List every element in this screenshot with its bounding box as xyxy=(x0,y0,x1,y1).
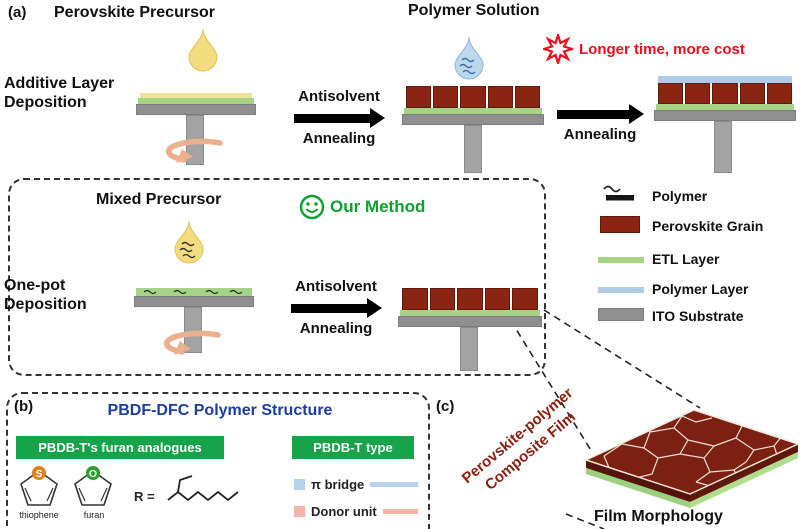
furan-label: furan xyxy=(83,510,105,520)
spin-stem xyxy=(714,121,732,173)
ito-platform xyxy=(398,316,542,327)
perovskite-grain xyxy=(739,83,765,104)
perovskite-grain xyxy=(429,288,456,310)
panel-b-box xyxy=(6,392,430,529)
perovskite-grain xyxy=(685,83,711,104)
arrow-right-icon xyxy=(293,108,385,128)
perovskite-grain xyxy=(457,288,483,310)
etl-layer xyxy=(656,104,794,110)
additive-deposition-label: Additive Layer Deposition xyxy=(4,75,115,112)
perovskite-grain xyxy=(406,86,432,108)
donor-unit-bar xyxy=(382,509,418,514)
pi-bridge-key: π bridge xyxy=(294,477,418,492)
legend-label-polymer-layer: Polymer Layer xyxy=(652,281,749,297)
oxygen-atom-label: O xyxy=(89,468,97,480)
mixed-droplet-icon xyxy=(174,220,204,264)
panel-c-tag: (c) xyxy=(436,398,455,415)
annealing-label: Annealing xyxy=(299,320,373,337)
etl-layer xyxy=(400,310,540,316)
ito-platform xyxy=(654,110,796,121)
panel-b-tag: (b) xyxy=(14,398,34,415)
perovskite-grain xyxy=(514,86,541,108)
polymer-top-layer xyxy=(658,76,792,83)
arrow-right-icon xyxy=(556,104,644,124)
perovskite-grain xyxy=(487,86,513,108)
furan-ring-icon: O xyxy=(74,466,112,506)
pi-bridge-label: π bridge xyxy=(311,477,365,492)
perovskite-grain xyxy=(433,86,459,108)
perovskite-brick-layer xyxy=(406,86,541,108)
donor-unit-chip xyxy=(294,506,305,517)
composite-film-3d-icon xyxy=(583,409,800,508)
spin-arrow-icon xyxy=(163,330,221,355)
perovskite-grain xyxy=(658,83,684,104)
donor-unit-label: Donor unit xyxy=(311,504,377,519)
polymer-layer-swatch xyxy=(598,287,644,293)
perovskite-grain xyxy=(766,83,793,104)
antisolvent-label: Antisolvent xyxy=(298,88,380,105)
spin-stem xyxy=(184,307,202,353)
antisolvent-label: Antisolvent xyxy=(295,278,377,295)
perovskite-grain xyxy=(712,83,738,104)
perovskite-grain xyxy=(402,288,428,310)
perovskite-grain xyxy=(460,86,486,108)
cost-warning-text: Longer time, more cost xyxy=(579,41,745,58)
polymer-squiggles-icon xyxy=(143,289,243,295)
donor-unit-key: Donor unit xyxy=(294,504,418,519)
panel-a-tag: (a) xyxy=(8,4,27,21)
our-method-label: Our Method xyxy=(330,197,426,216)
annealing-label: Annealing xyxy=(302,130,376,147)
etl-layer xyxy=(138,98,254,104)
perovskite-brick-layer xyxy=(658,83,793,104)
spin-stem xyxy=(464,125,482,173)
r-group-label: R = xyxy=(134,489,155,504)
thiophene-ring-icon: S xyxy=(20,466,58,506)
spin-arrow-icon xyxy=(165,138,223,163)
polymer-solution-title: Polymer Solution xyxy=(408,2,540,19)
perovskite-brick-layer xyxy=(402,288,538,310)
sulfur-atom-label: S xyxy=(35,468,42,480)
legend-label-polymer: Polymer xyxy=(652,188,708,204)
ito-platform xyxy=(402,114,544,125)
furan-analogues-banner: PBDB-T's furan analogues xyxy=(16,436,224,459)
annealing-label: Annealing xyxy=(563,126,637,143)
ito-swatch xyxy=(598,308,644,321)
etl-layer xyxy=(404,108,542,114)
perovskite-precursor-title: Perovskite Precursor xyxy=(54,4,215,21)
pi-bridge-bar xyxy=(370,482,418,487)
legend-label-etl: ETL Layer xyxy=(652,251,720,267)
ito-platform xyxy=(136,104,256,115)
pi-bridge-chip xyxy=(294,479,305,490)
process-arrow-2: Annealing xyxy=(548,104,652,144)
polymer-symbol-icon xyxy=(603,185,634,201)
ito-platform xyxy=(134,296,254,307)
smiley-icon xyxy=(299,194,325,220)
alkyl-chain-icon xyxy=(167,475,239,502)
yellow-droplet-icon xyxy=(188,28,218,72)
burst-icon xyxy=(543,34,573,64)
etl-swatch xyxy=(598,257,644,263)
thiophene-label: thiophene xyxy=(19,510,59,520)
legend-label-grain: Perovskite Grain xyxy=(652,218,764,234)
process-arrow-3: Antisolvent Annealing xyxy=(280,278,392,338)
film-morphology-label: Film Morphology xyxy=(594,508,723,525)
pbdbt-type-banner: PBDB-T type xyxy=(292,436,414,459)
perovskite-grain-swatch xyxy=(600,216,640,233)
polymer-structure-title: PBDF-DFC Polymer Structure xyxy=(107,402,333,419)
spin-stem xyxy=(460,327,478,371)
process-arrow-1: Antisolvent Annealing xyxy=(283,88,395,148)
arrow-right-icon xyxy=(290,298,382,318)
legend-label-ito: ITO Substrate xyxy=(652,308,744,324)
mixed-precursor-title: Mixed Precursor xyxy=(96,191,222,208)
etl-layer xyxy=(136,288,252,296)
perovskite-grain xyxy=(484,288,511,310)
blue-droplet-icon xyxy=(454,36,484,80)
one-pot-deposition-label: One-pot Deposition xyxy=(4,277,87,314)
our-method-box xyxy=(8,178,546,376)
perovskite-grain xyxy=(512,288,538,310)
wet-film-layer xyxy=(140,93,252,98)
